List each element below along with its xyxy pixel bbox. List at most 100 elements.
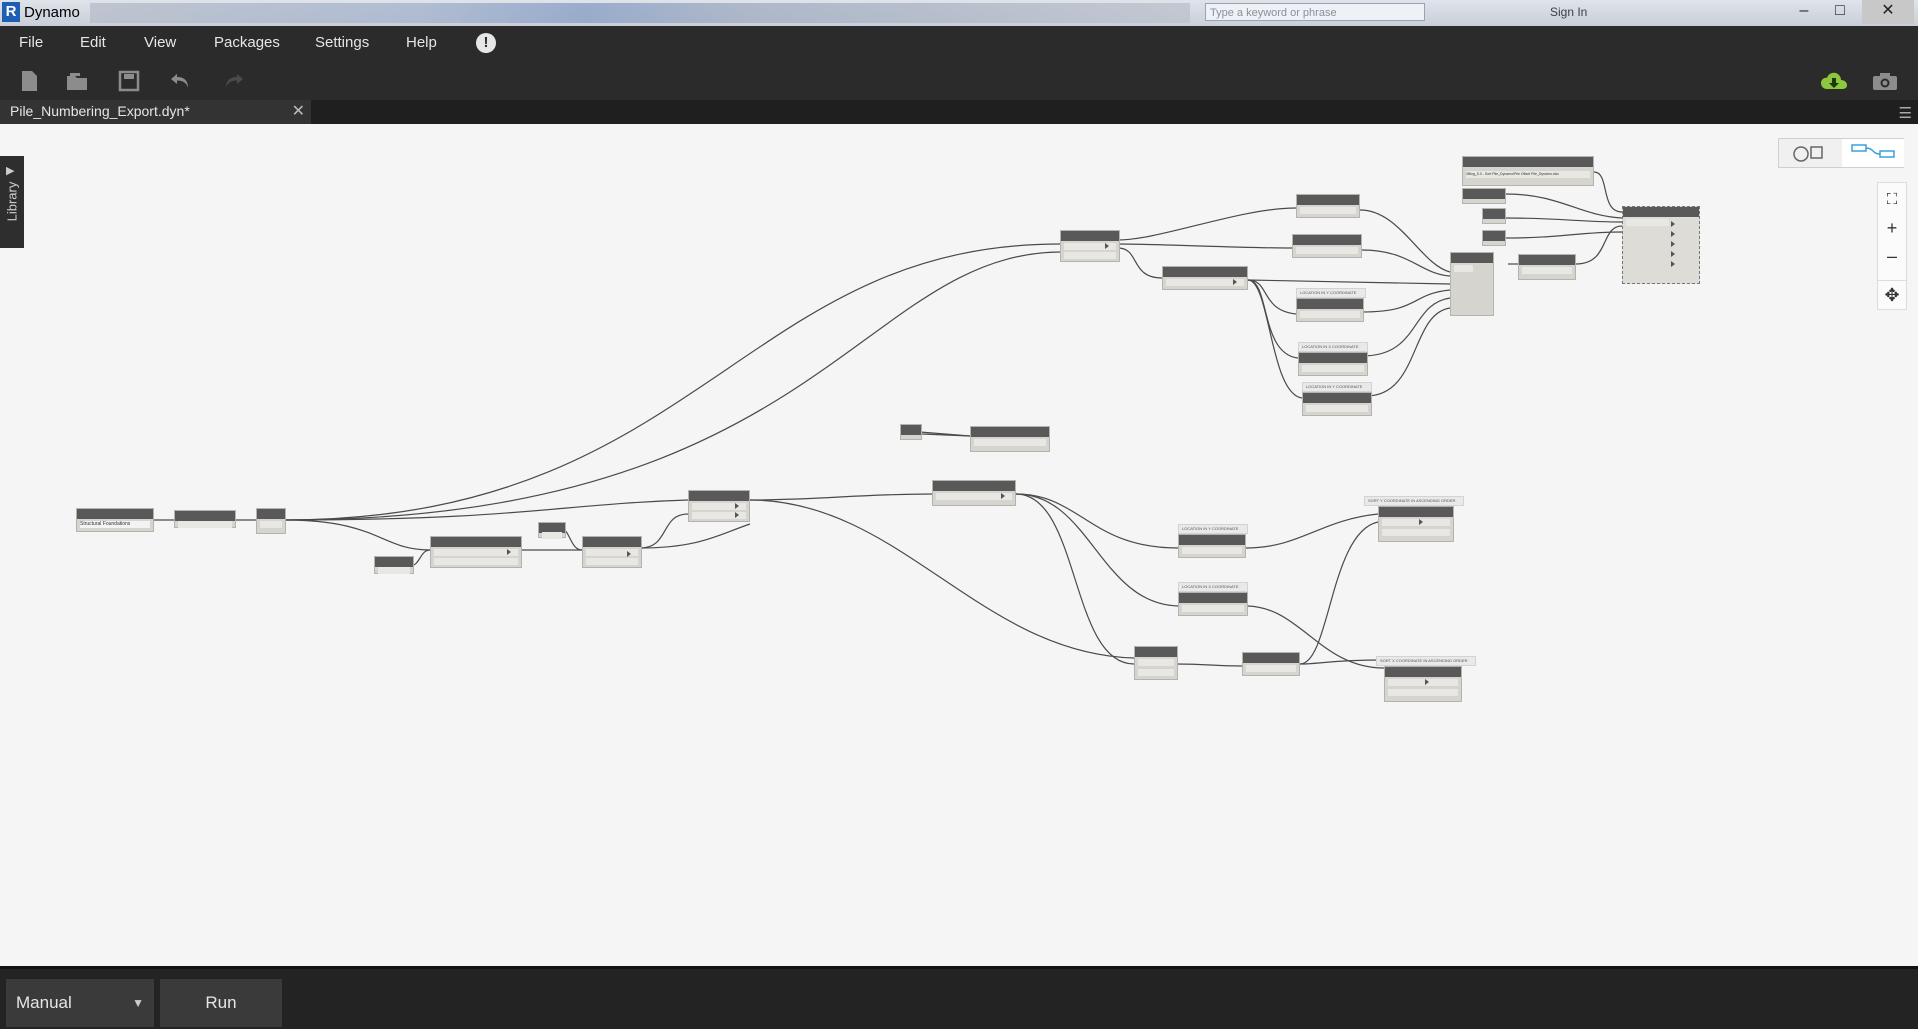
output-port-icon[interactable]	[1425, 679, 1429, 685]
note-location-y-top[interactable]: LOCATION IN Y COORDINATE	[1296, 288, 1366, 298]
note-location-z-top[interactable]: LOCATION IN Y COORDINATE	[1302, 382, 1372, 392]
top-point-y-node[interactable]	[1296, 298, 1364, 322]
zoom-in-icon[interactable]: +	[1886, 218, 1898, 238]
sign-in-link[interactable]: Sign In	[1550, 5, 1588, 19]
output-port-icon[interactable]	[507, 549, 511, 555]
menu-file[interactable]: File	[19, 34, 44, 51]
note-sort-y[interactable]: SORT Y COORDINATE IN ASCENDING ORDER	[1364, 496, 1464, 506]
close-tab-icon[interactable]: ✕	[291, 103, 305, 120]
maximize-icon[interactable]: □	[1835, 2, 1845, 19]
list-transpose-node[interactable]	[1242, 652, 1300, 676]
top-point-x-node[interactable]	[1298, 352, 1368, 376]
location-node[interactable]	[1162, 266, 1248, 290]
node-header	[431, 537, 521, 547]
node-header	[1385, 667, 1461, 677]
list-create-node[interactable]	[1134, 646, 1178, 680]
geometry-view-button[interactable]	[1779, 139, 1841, 167]
input-port-icon[interactable]	[1671, 221, 1675, 227]
help-search-input[interactable]: Type a keyword or phrase	[1205, 3, 1425, 21]
node-header	[175, 511, 235, 521]
sort-by-key-x-node[interactable]	[1384, 666, 1462, 702]
input-port-icon[interactable]	[1671, 251, 1675, 257]
pan-icon[interactable]: ✥	[1877, 280, 1907, 310]
output-port-icon[interactable]	[1419, 519, 1423, 525]
cloud-download-icon[interactable]	[1818, 68, 1850, 94]
node-header	[1297, 195, 1359, 205]
input-port-icon[interactable]	[1671, 231, 1675, 237]
menu-help[interactable]: Help	[406, 34, 437, 51]
note-sort-x[interactable]: SORT X COORDINATE IN ASCENDING ORDER	[1376, 656, 1476, 666]
wires-layer	[152, 171, 1623, 669]
element-node[interactable]	[256, 508, 286, 534]
new-file-icon[interactable]	[16, 68, 42, 94]
watch-node[interactable]	[970, 426, 1050, 452]
type-name-node[interactable]	[1292, 234, 1362, 258]
undo-icon[interactable]	[168, 68, 194, 94]
output-port-icon[interactable]	[1001, 493, 1005, 499]
input-port-icon[interactable]	[1671, 261, 1675, 267]
output-port-icon[interactable]	[735, 503, 739, 509]
open-file-icon[interactable]	[64, 68, 90, 94]
menu-packages[interactable]: Packages	[214, 34, 280, 51]
sort-by-key-y-node[interactable]	[1378, 506, 1454, 542]
run-button[interactable]: Run	[160, 979, 282, 1027]
input-port-icon[interactable]	[1671, 241, 1675, 247]
point-x-node[interactable]	[1178, 592, 1248, 616]
tabs-menu-icon[interactable]: ☰	[1898, 105, 1912, 122]
node-port-row	[692, 503, 746, 510]
start-col-node[interactable]	[1482, 230, 1506, 246]
output-port-icon[interactable]	[735, 512, 739, 518]
get-parameter-node[interactable]	[430, 536, 522, 568]
menu-settings[interactable]: Settings	[315, 34, 370, 51]
point-y-node[interactable]	[1178, 534, 1246, 558]
output-port-icon[interactable]	[627, 551, 631, 557]
element-location-node[interactable]	[688, 490, 750, 522]
node-port-row	[1302, 365, 1364, 372]
filter-by-bool-mask-node[interactable]	[582, 536, 642, 568]
mark-parameter-node[interactable]	[1296, 194, 1360, 218]
top-transpose-node[interactable]	[1518, 254, 1576, 280]
tab-workspace[interactable]: Pile_Numbering_Export.dyn* ✕	[0, 100, 311, 124]
node-header	[1163, 267, 1247, 277]
geometry-view-icon	[1793, 146, 1823, 162]
sheet-name-node[interactable]	[1462, 188, 1506, 204]
node-port-row	[1138, 669, 1174, 676]
top-list-create-node[interactable]	[1450, 252, 1494, 316]
output-port-icon[interactable]	[1233, 279, 1237, 285]
save-icon[interactable]	[116, 68, 142, 94]
note-location-x[interactable]: LOCATION IN X COORDINATE	[1178, 582, 1248, 592]
menu-edit[interactable]: Edit	[80, 34, 106, 51]
menu-view[interactable]: View	[144, 34, 177, 51]
note-location-x-top[interactable]: LOCATION IN X COORDINATE	[1298, 342, 1368, 352]
graph-view-button[interactable]	[1842, 139, 1904, 167]
start-row-node[interactable]	[1482, 208, 1506, 224]
element-parameters-node[interactable]	[1060, 230, 1120, 262]
zoom-out-icon[interactable]: –	[1886, 246, 1897, 266]
excel-write-node[interactable]	[1622, 206, 1700, 284]
string-input-node[interactable]	[374, 556, 414, 574]
file-path-node[interactable]: \\Blog_5.0 - Sort Pile_Dynamo\Pile Offse…	[1462, 156, 1594, 186]
run-mode-dropdown[interactable]: Manual ▼	[6, 979, 154, 1027]
library-panel-toggle[interactable]: ▶ Library	[0, 156, 24, 248]
notification-warning-icon[interactable]: !	[476, 33, 496, 53]
all-elements-of-category-node[interactable]	[174, 510, 236, 528]
run-mode-value: Manual	[16, 993, 72, 1012]
node-header	[1483, 231, 1505, 241]
node-header	[1303, 393, 1371, 403]
code-block-node[interactable]	[538, 522, 566, 539]
categories-dropdown-value[interactable]: Structural Foundations	[80, 521, 150, 528]
redo-icon[interactable]	[220, 68, 246, 94]
camera-icon[interactable]	[1870, 68, 1900, 94]
file-path-value[interactable]: \\Blog_5.0 - Sort Pile_Dynamo\Pile Offse…	[1466, 171, 1590, 178]
number-node[interactable]	[900, 424, 922, 440]
note-location-y[interactable]: LOCATION IN Y COORDINATE	[1178, 524, 1248, 534]
point-coordinates-node[interactable]	[932, 480, 1016, 506]
expand-arrow-icon: ▶	[6, 165, 15, 177]
graph-canvas[interactable]: ▶ Library Structural Foundations LOCATIO…	[0, 124, 1918, 966]
categories-dropdown-node[interactable]: Structural Foundations	[76, 508, 154, 532]
output-port-icon[interactable]	[1105, 243, 1109, 249]
minimize-icon[interactable]: –	[1799, 2, 1809, 19]
close-window-icon[interactable]: ✕	[1862, 0, 1914, 24]
zoom-fit-icon[interactable]: ⛶	[1886, 191, 1898, 208]
top-point-z-node[interactable]	[1302, 392, 1372, 416]
